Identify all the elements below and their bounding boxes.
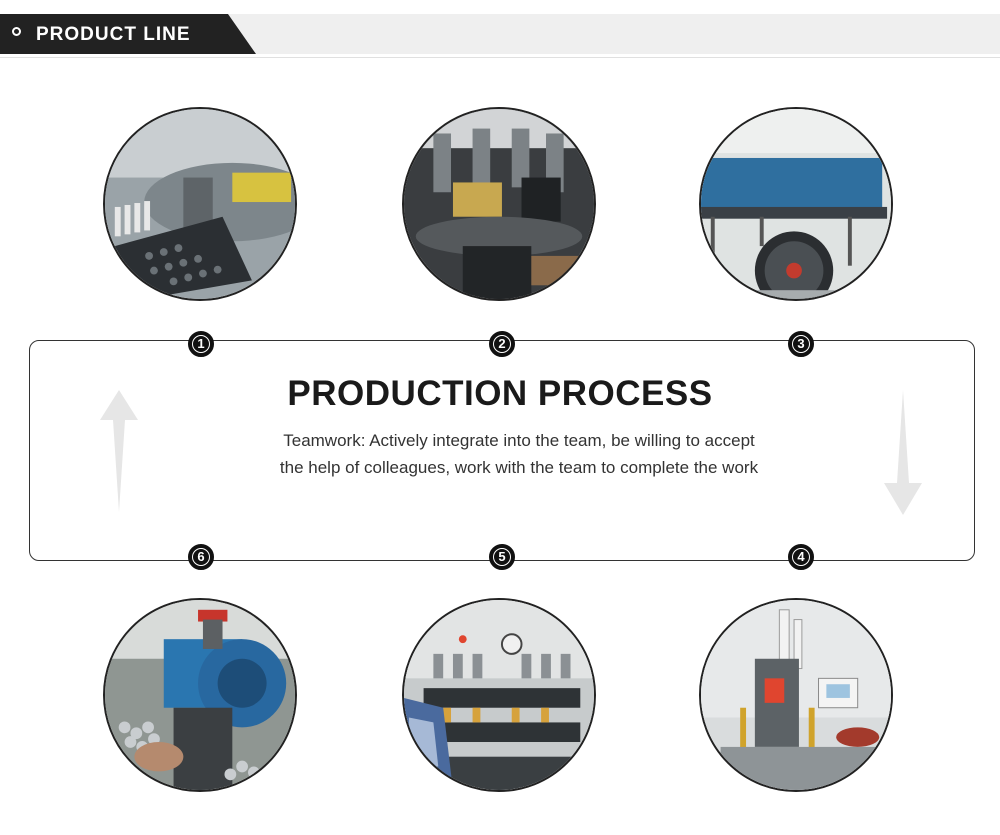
circle-bullet-icon [12, 27, 21, 36]
arrow-down-icon [884, 390, 922, 515]
process-photo-6 [103, 598, 297, 792]
step-badge-1: 1 [188, 331, 214, 357]
step-badge-4: 4 [788, 544, 814, 570]
section-title: PRODUCT LINE [36, 24, 191, 45]
process-photo-5 [402, 598, 596, 792]
process-photo-2 [402, 107, 596, 301]
step-badge-5: 5 [489, 544, 515, 570]
arrow-up-icon [100, 390, 138, 512]
header-divider [0, 57, 1000, 58]
step-badge-6: 6 [188, 544, 214, 570]
step-badge-3: 3 [788, 331, 814, 357]
process-photo-1 [103, 107, 297, 301]
process-title: PRODUCTION PROCESS [287, 374, 713, 413]
process-panel [29, 340, 975, 561]
header-tab [0, 14, 256, 54]
process-photo-4 [699, 598, 893, 792]
process-description: Teamwork: Actively integrate into the te… [279, 431, 759, 477]
process-photo-3 [699, 107, 893, 301]
step-badge-2: 2 [489, 331, 515, 357]
